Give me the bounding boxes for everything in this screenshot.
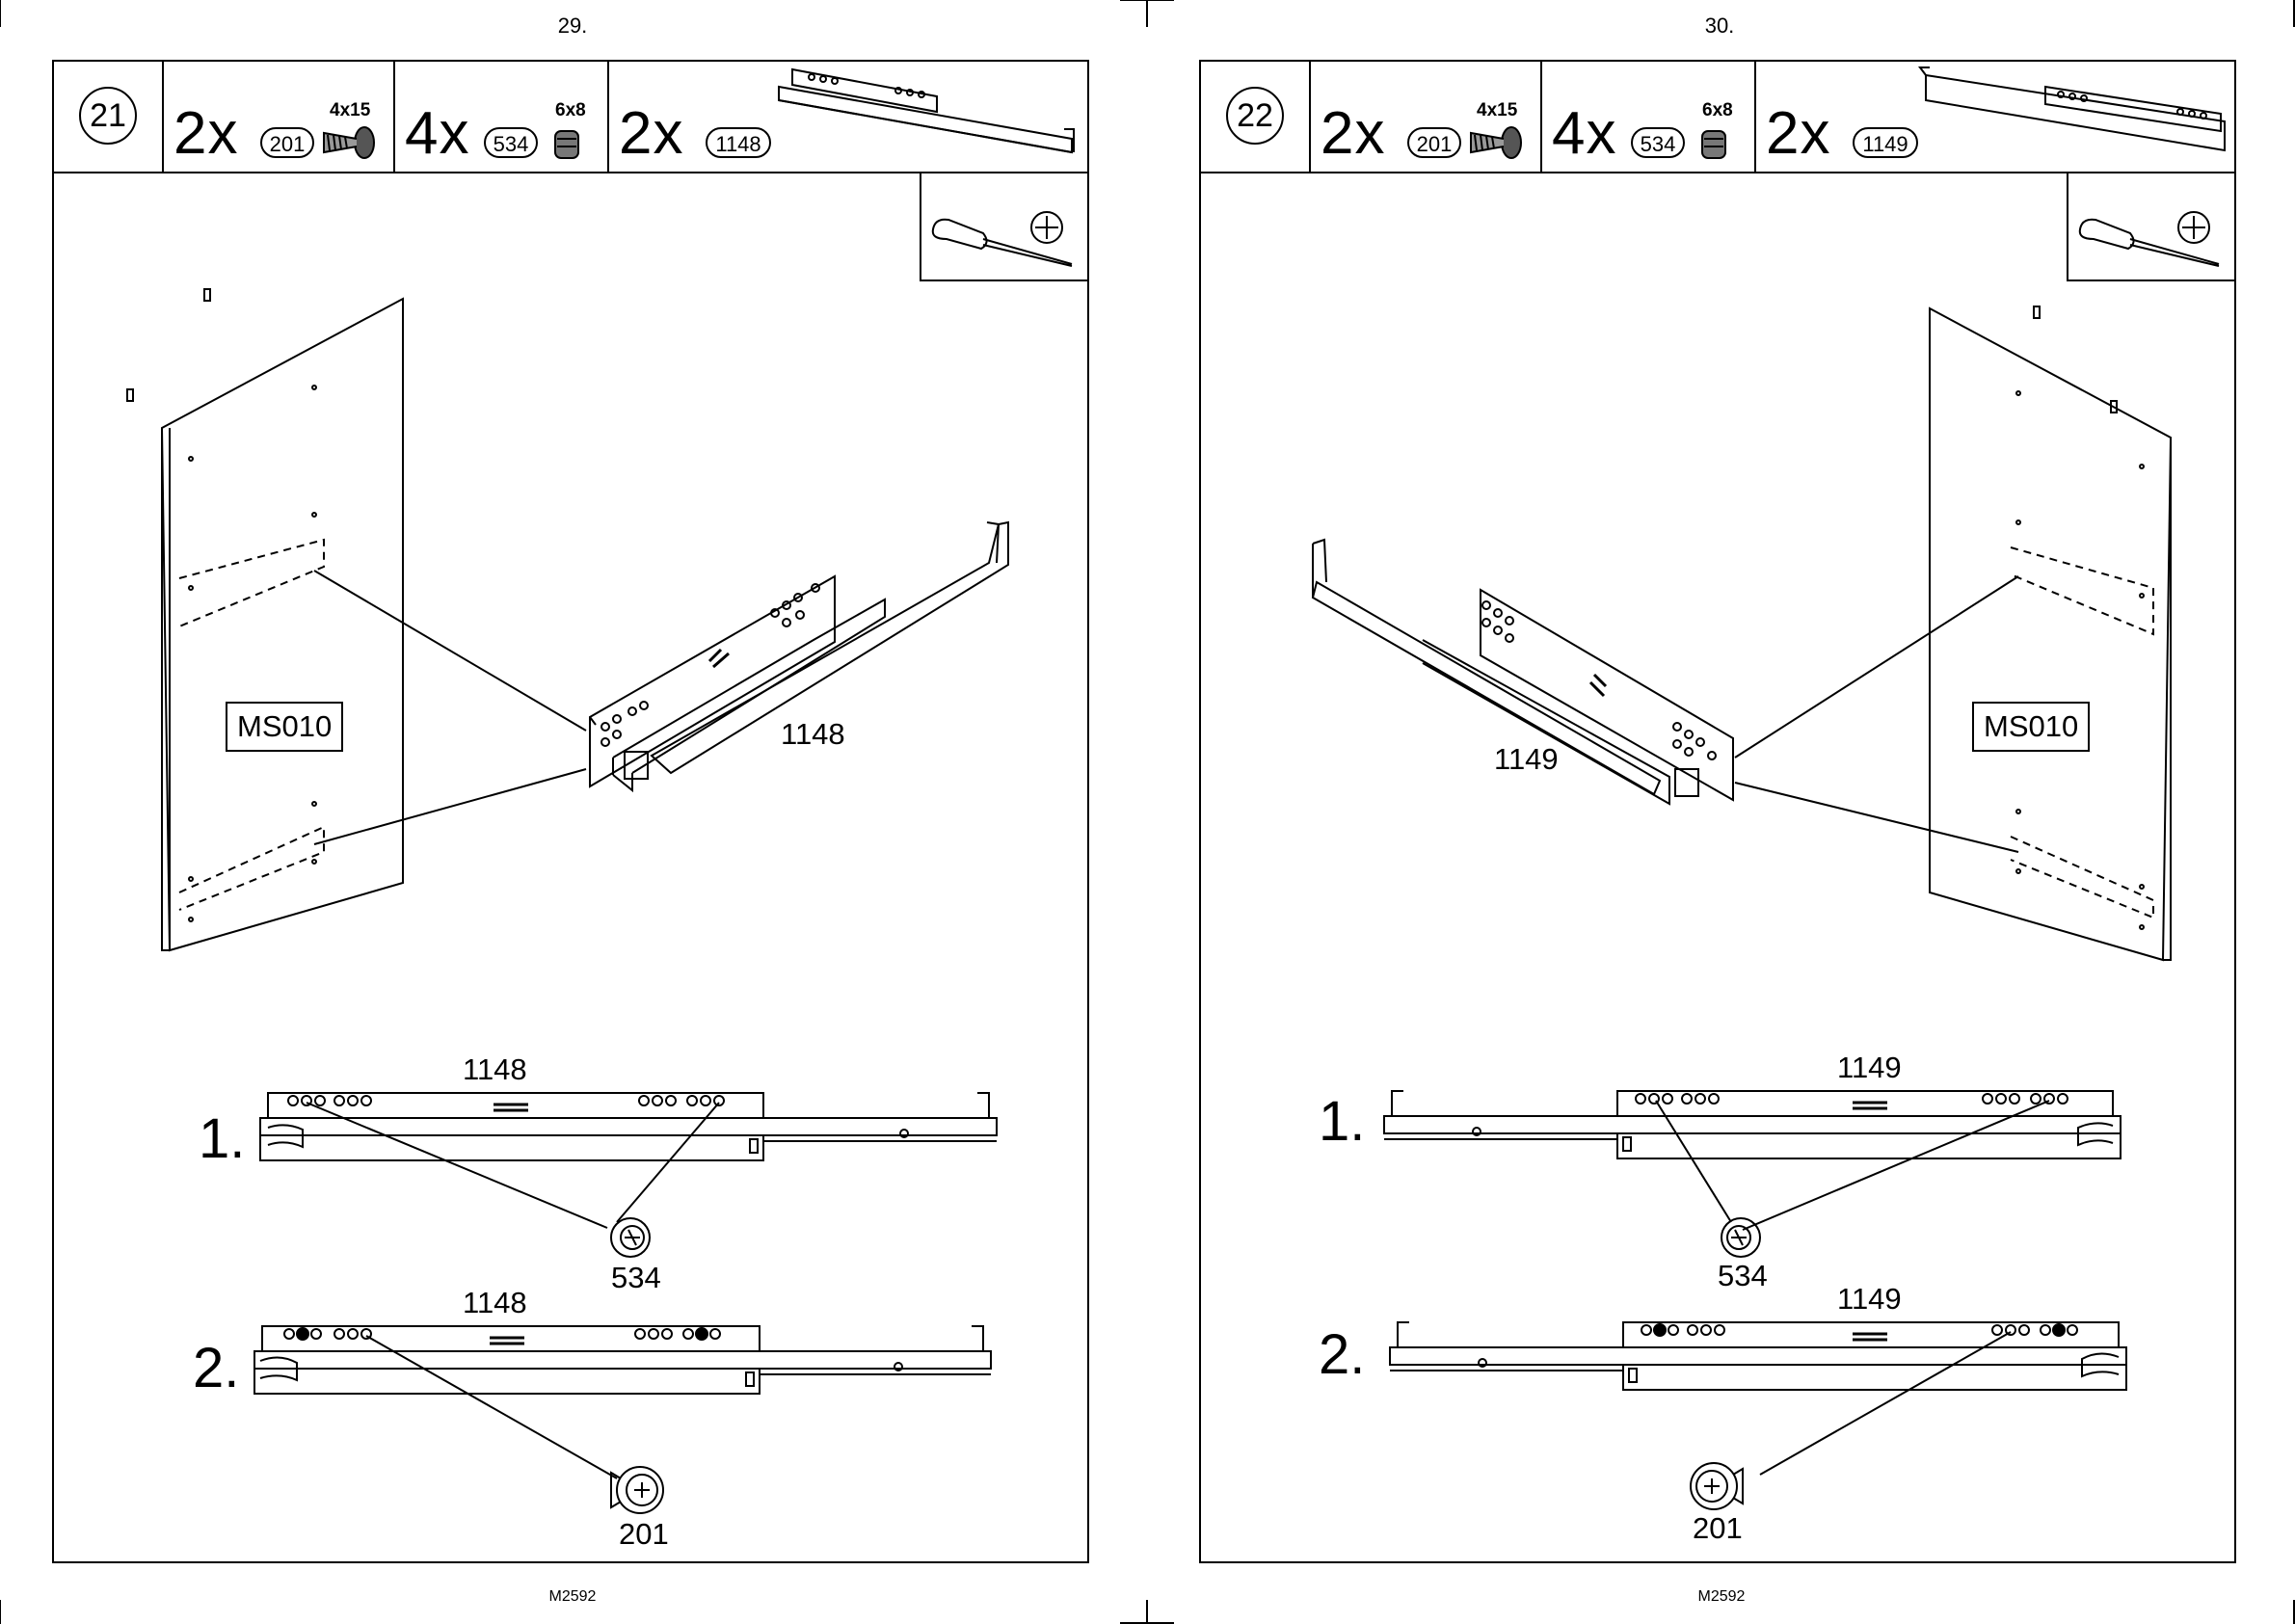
panel-label: MS010 xyxy=(226,702,343,752)
page-number: 29. xyxy=(534,13,611,39)
substep-number: 2. xyxy=(1319,1322,1365,1387)
runner-label: 1148 xyxy=(463,1286,527,1320)
assembly-step-panel: 22 2x 201 4x15 4x 534 6x8 xyxy=(1199,60,2236,1563)
runner-label: 1148 xyxy=(781,717,845,752)
runner-label: 1149 xyxy=(1837,1051,1902,1085)
fastener-label: 201 xyxy=(619,1517,669,1552)
fastener-label: 534 xyxy=(1718,1259,1768,1293)
fastener-label: 201 xyxy=(1693,1511,1743,1546)
substep-number: 2. xyxy=(193,1336,239,1400)
substep-number: 1. xyxy=(199,1106,245,1171)
runner-label: 1149 xyxy=(1494,742,1559,777)
document-code: M2592 xyxy=(534,1588,611,1606)
document-code: M2592 xyxy=(1683,1588,1760,1606)
substep-number: 1. xyxy=(1319,1089,1365,1154)
page-number: 30. xyxy=(1681,13,1758,39)
runner-label: 1149 xyxy=(1837,1282,1902,1317)
panel-label: MS010 xyxy=(1972,702,2090,752)
assembly-step-panel: 21 2x 201 4x15 4x 534 6x8 xyxy=(52,60,1089,1563)
fastener-label: 534 xyxy=(611,1261,661,1295)
runner-label: 1148 xyxy=(463,1052,527,1087)
